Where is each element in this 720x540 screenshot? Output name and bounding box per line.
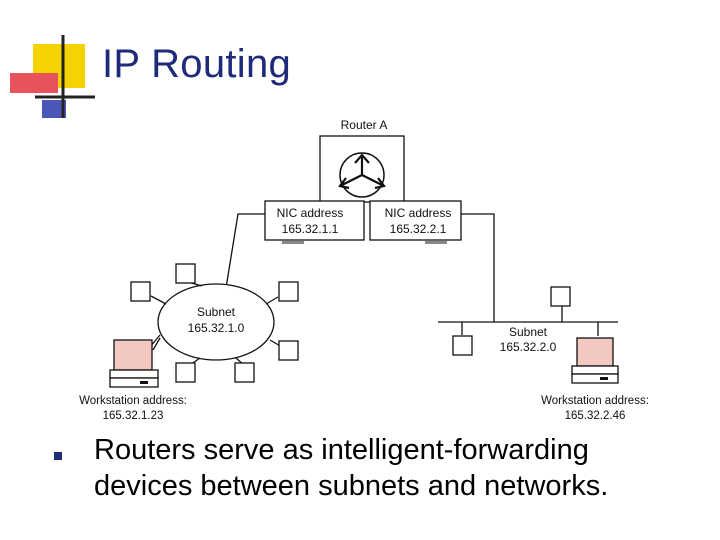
node-left-4 — [278, 340, 299, 361]
slide-title: IP Routing — [102, 42, 292, 86]
workstation-icon-right — [571, 337, 619, 384]
cable-router-left — [225, 213, 265, 289]
nic-box-right — [369, 200, 462, 241]
workstation-left-label: Workstation address: — [79, 395, 187, 407]
node-left-5 — [175, 362, 196, 383]
router-icon — [338, 152, 386, 198]
bullet-text: Routers serve as intelligent-forwarding … — [94, 434, 609, 502]
nic-right-label: NIC address — [385, 206, 452, 220]
workstation-right-label: Workstation address: — [541, 395, 649, 407]
node-right-1 — [452, 335, 473, 356]
cable-router-right — [461, 213, 495, 322]
workstation-right-address: 165.32.2.46 — [565, 410, 626, 422]
subnet-ellipse-left — [157, 283, 275, 361]
workstation-left-address: 165.32.1.23 — [103, 410, 164, 422]
subnet-right-address: 165.32.2.0 — [500, 340, 557, 354]
subnet-left-address: 165.32.1.0 — [188, 321, 245, 335]
logo — [10, 35, 95, 118]
node-right-2 — [550, 286, 571, 307]
router-label: Router A — [341, 118, 388, 132]
bullet-list: Routers serve as intelligent-forwarding … — [54, 432, 694, 504]
subnet-left-label: Subnet — [197, 305, 236, 319]
nic-left-address: 165.32.1.1 — [282, 222, 339, 236]
network-diagram: Router A NIC address 165.32.1.1 NIC addr… — [79, 118, 649, 422]
bullet-marker — [54, 452, 62, 460]
nic-right-address: 165.32.2.1 — [390, 222, 447, 236]
workstation-icon-left — [109, 337, 161, 388]
node-left-2 — [130, 281, 151, 302]
subnet-right-label: Subnet — [509, 325, 548, 339]
nic-left-label: NIC address — [277, 206, 344, 220]
node-left-1 — [175, 263, 196, 284]
node-left-6 — [234, 362, 255, 383]
node-left-3 — [278, 281, 299, 302]
nic-box-left — [264, 200, 365, 241]
